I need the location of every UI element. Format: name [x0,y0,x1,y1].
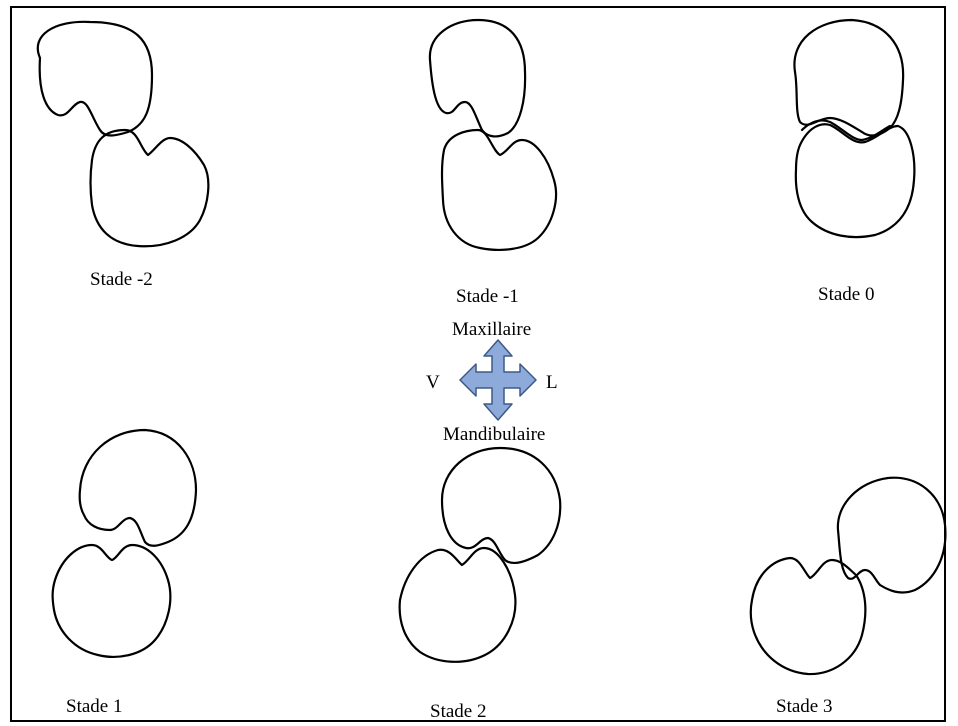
upper-tooth-outline [440,446,562,564]
lower-tooth-outline [794,123,916,239]
lower-tooth-outline [51,543,172,658]
upper-tooth-outline [793,18,905,137]
lower-tooth-outline [749,556,867,676]
stage-1-teeth [51,428,198,658]
compass-label-lingual: L [546,372,558,393]
upper-tooth-outline [428,18,527,138]
lower-tooth-outline [89,128,210,248]
diagram-frame [10,6,946,722]
stage-3-teeth [749,476,947,676]
stage-label: Stade 3 [776,696,833,717]
stage-label: Stade 2 [430,701,487,722]
lower-tooth-outline [440,128,558,251]
compass-label-maxillary: Maxillaire [452,319,532,340]
compass-label-mandibular: Mandibulaire [443,424,546,445]
stage-minus2-teeth [36,20,210,248]
stage-label: Stade 0 [818,284,875,305]
upper-tooth-inner-outline [800,119,892,142]
stage-0-teeth [793,18,916,239]
stage-minus1-teeth [428,18,558,251]
lower-tooth-outline [398,546,517,663]
stage-2-teeth [398,446,562,663]
stage-label: Stade 1 [66,696,123,717]
upper-tooth-outline [836,476,947,594]
stage-label: Stade -2 [90,269,153,290]
orientation-arrow-icon [459,339,537,421]
compass-label-vestibular: V [426,372,440,393]
stage-label: Stade -1 [456,286,519,307]
upper-tooth-outline [36,20,154,137]
upper-tooth-outline [78,428,198,547]
